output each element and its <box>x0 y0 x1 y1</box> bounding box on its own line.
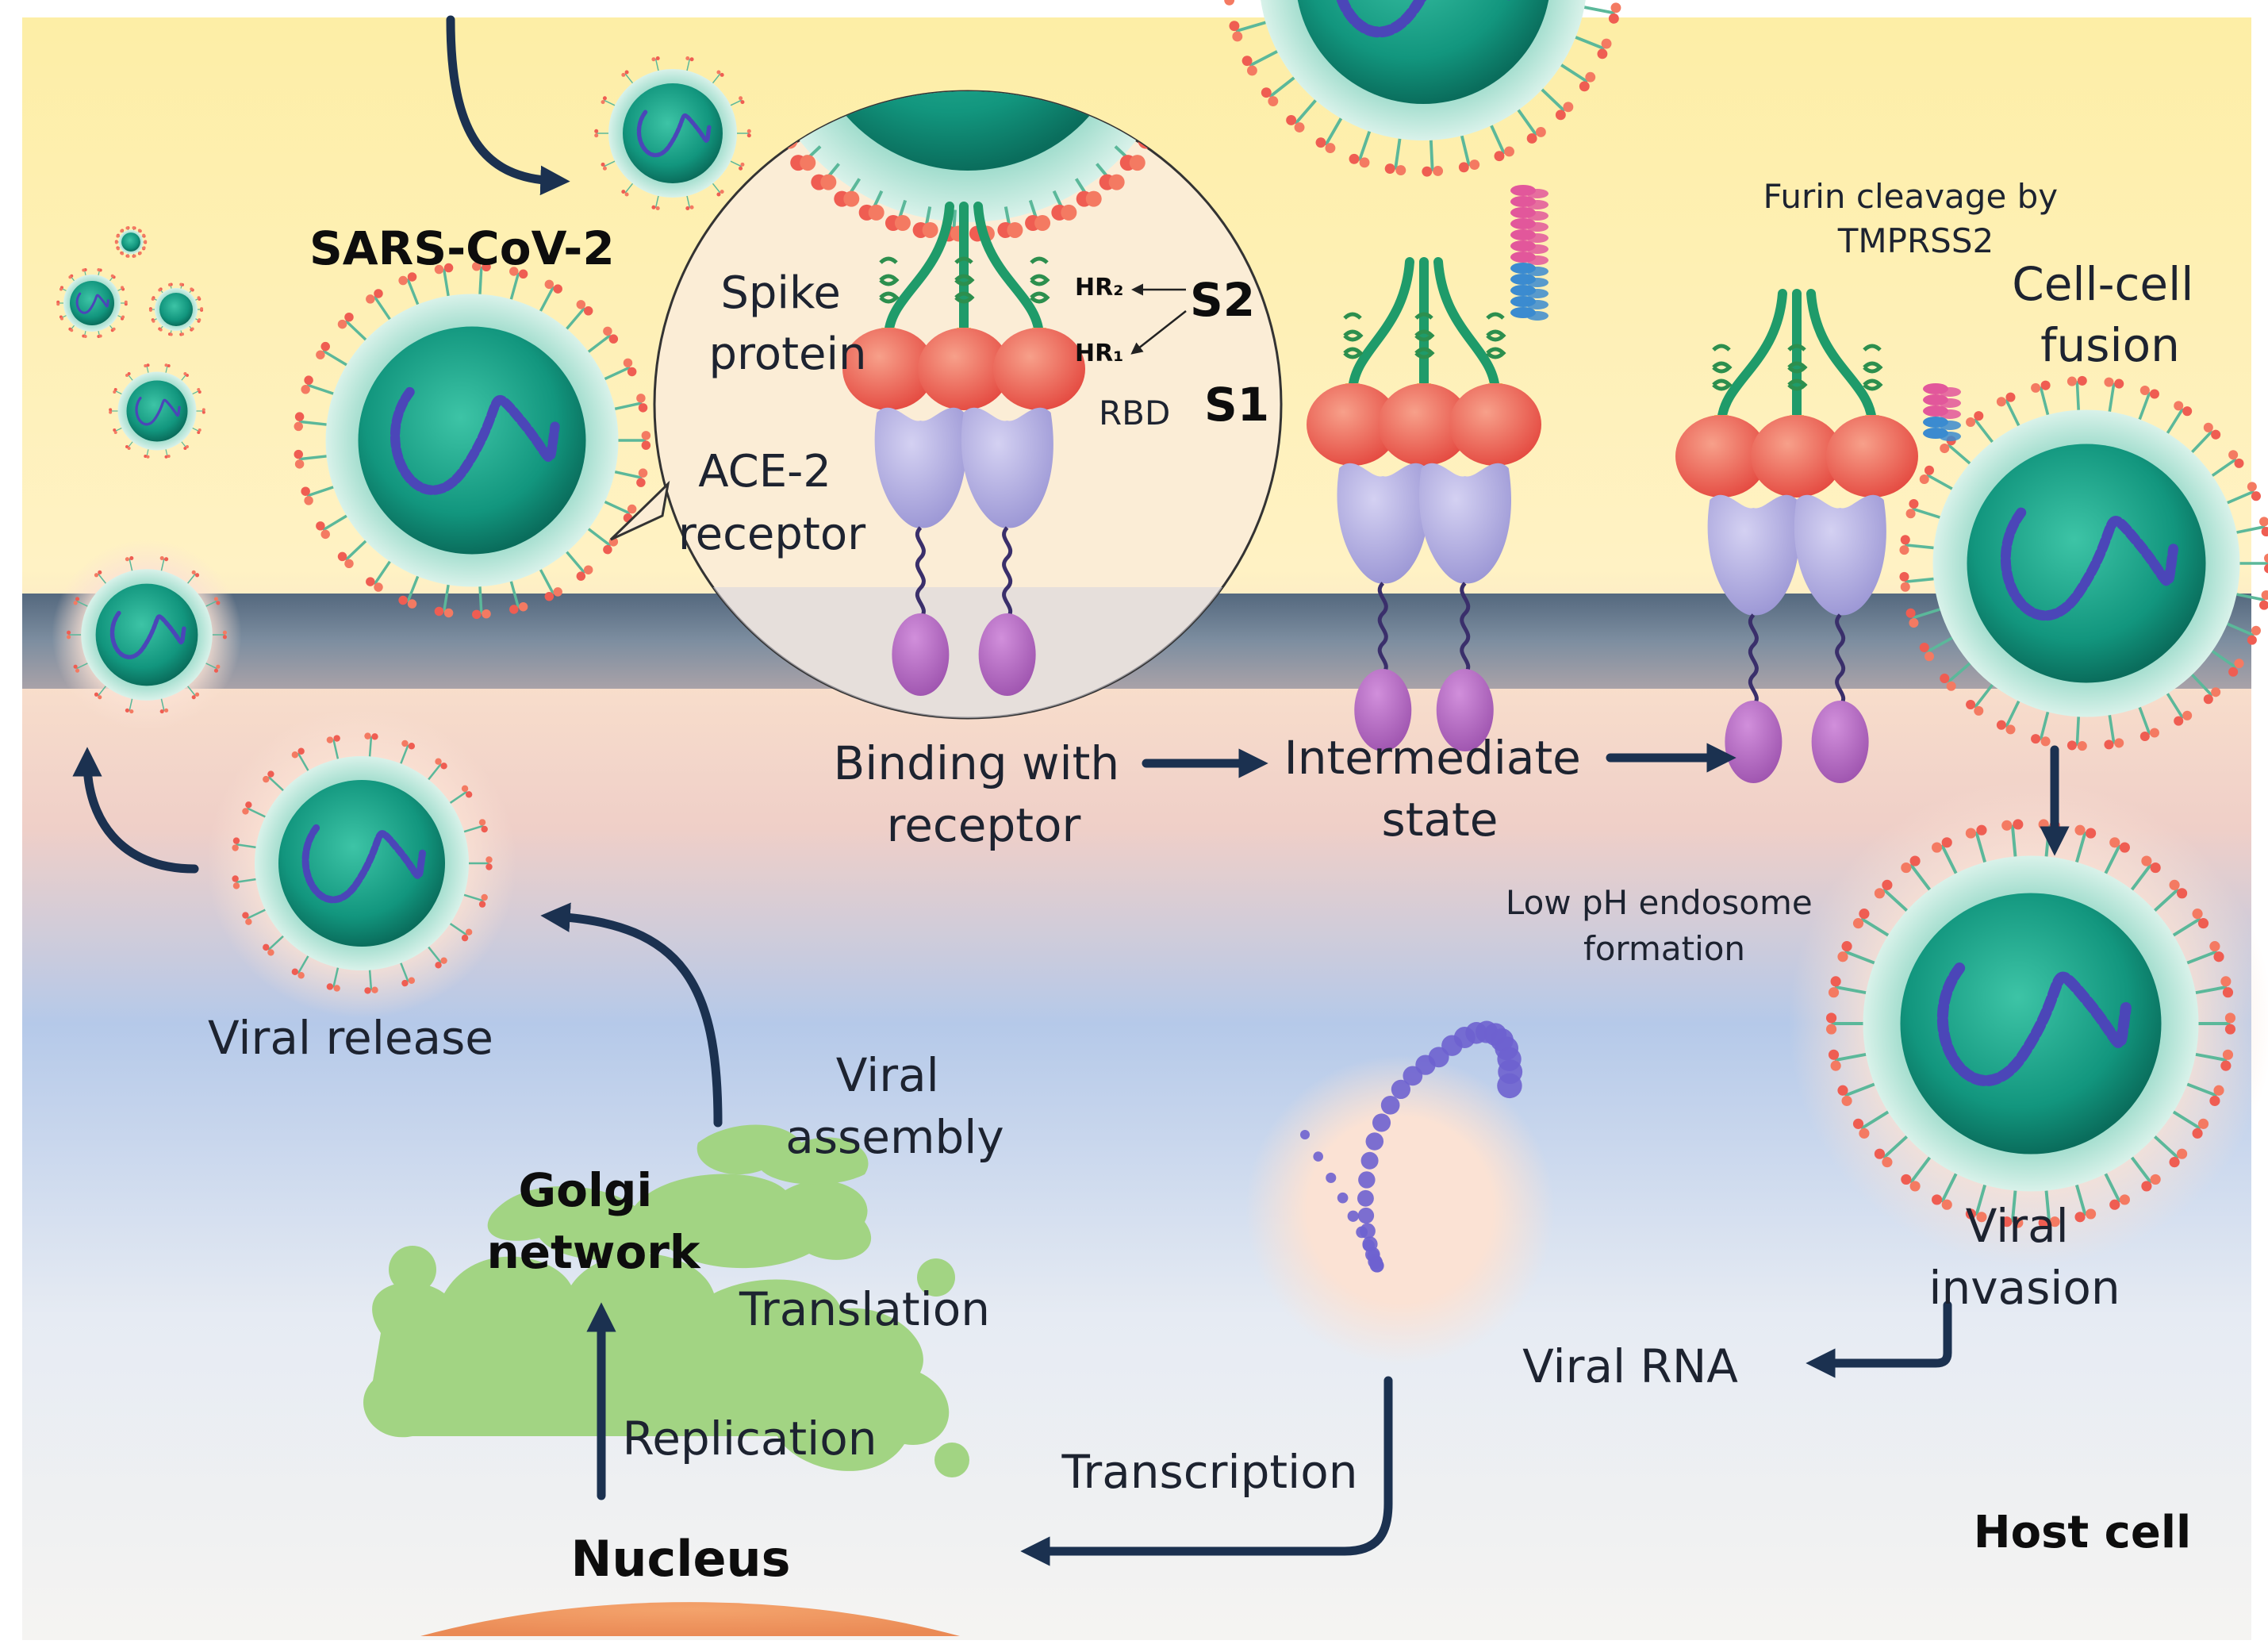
s2-label: S2 <box>1190 273 1255 327</box>
cell-cell-fusion-label: Cell-cell fusion <box>2012 257 2209 372</box>
rna-bead <box>1347 1210 1359 1222</box>
virion-small-4 <box>109 363 205 459</box>
golgi-to-release-arrow <box>540 902 723 1128</box>
viral-rna-bubble <box>1245 1055 1555 1365</box>
ace2-receptor-label: ACE-2 receptor <box>678 446 866 560</box>
rna-bead <box>1391 1079 1411 1100</box>
host-cell-label: Host cell <box>1974 1507 2192 1558</box>
entry-arrow <box>446 15 570 196</box>
hr2-label: HR₂ <box>1075 274 1123 302</box>
virion-entering <box>594 56 751 211</box>
binding-with-receptor-label: Binding with receptor <box>833 736 1134 852</box>
rna-bead <box>1357 1207 1375 1224</box>
s1-label: S1 <box>1204 378 1269 432</box>
rna-bead <box>1380 1096 1400 1115</box>
rna-bead <box>1362 1236 1378 1252</box>
viral-rna-strand <box>1300 1020 1523 1273</box>
release-exit-arrow <box>72 747 199 874</box>
virion-releasing <box>207 709 516 1018</box>
invasion-to-rna-arrow <box>1806 1300 1952 1378</box>
viral-rna-label: Viral RNA <box>1522 1339 1738 1393</box>
spike-protein-label: Spike protein <box>708 267 866 380</box>
golgi-network-label: Golgi network <box>487 1163 701 1279</box>
virion-layer <box>52 0 2268 1266</box>
virion-small-2 <box>56 268 128 338</box>
spike-ace2-complex-fusion <box>1675 289 1918 783</box>
transcription-label: Transcription <box>1061 1445 1357 1499</box>
intermediate-state-label: Intermediate state <box>1284 731 1596 847</box>
rna-bead <box>1360 1223 1376 1239</box>
virion-top-docked <box>1224 0 1621 177</box>
transcription-arrow <box>1020 1376 1393 1566</box>
nucleus-label: Nucleus <box>570 1530 790 1588</box>
labels: SARS-CoV-2 Spike protein ACE-2 receptor … <box>208 177 2209 1588</box>
replication-label: Replication <box>623 1412 877 1466</box>
viral-assembly-label: Viral assembly <box>785 1048 1004 1164</box>
translation-label: Translation <box>739 1282 990 1336</box>
spike-ace2-complex-binding <box>842 202 1085 696</box>
rna-bead <box>1358 1171 1376 1189</box>
hr-coil-fusion <box>1923 383 1961 441</box>
virus-name-label: SARS-CoV-2 <box>309 221 615 275</box>
rna-bead <box>1497 1073 1522 1099</box>
golgi-network-shape <box>363 1124 969 1477</box>
hr-pointer-lines <box>1130 283 1187 355</box>
rna-bead <box>1313 1151 1323 1162</box>
nucleus-shape <box>420 1602 960 1636</box>
virion-endosome <box>1788 781 2268 1266</box>
virion-main-sars-cov-2 <box>294 261 651 620</box>
furin-cleavage-label: Furin cleavage by TMPRSS2 <box>1763 177 2068 260</box>
rna-bead <box>1300 1130 1310 1139</box>
rbd-label: RBD <box>1099 394 1170 432</box>
viral-invasion-label: Viral invasion <box>1928 1199 2120 1315</box>
low-ph-endosome-label: Low pH endosome formation <box>1506 883 1823 968</box>
spike-ace2-complexes <box>842 185 1961 783</box>
rna-bead <box>1357 1189 1374 1207</box>
hr-coil-intermediate <box>1510 185 1548 321</box>
virion-small-3 <box>148 282 204 336</box>
rna-bead <box>1365 1132 1384 1151</box>
virion-tiny-1 <box>114 226 148 258</box>
virion-fusing <box>1899 375 2268 751</box>
rna-bead <box>1326 1172 1337 1183</box>
rna-bead <box>1360 1151 1379 1170</box>
rna-bead <box>1372 1113 1391 1132</box>
virion-budding <box>52 540 242 730</box>
rna-bead <box>1337 1192 1349 1204</box>
hr1-label: HR₁ <box>1075 340 1123 367</box>
viral-release-label: Viral release <box>208 1011 493 1065</box>
spike-ace2-complex-intermediate <box>1307 257 1541 751</box>
pathway-arrows <box>72 15 2070 1566</box>
